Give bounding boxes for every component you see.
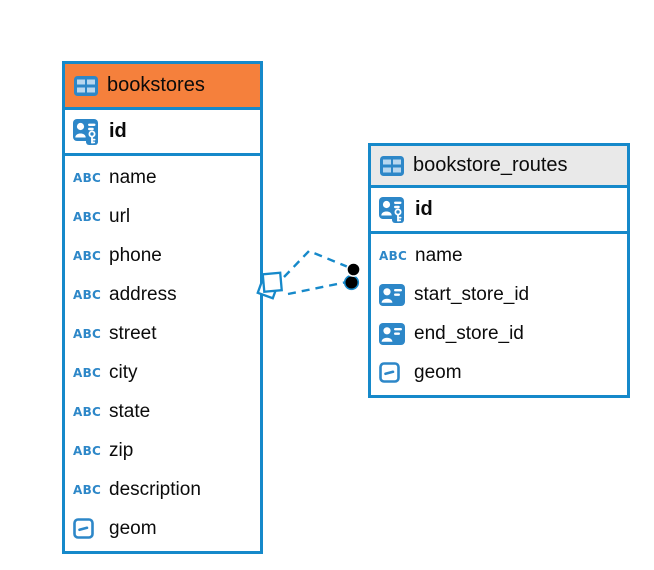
column-label: state: [109, 400, 151, 422]
column-label: address: [109, 283, 177, 305]
relationship-endpoint-dots: [343, 262, 361, 291]
column-list: ABC name ABC url ABC phone ABC address A…: [65, 156, 260, 551]
column-row-geom[interactable]: geom: [65, 509, 260, 548]
text-type-icon: ABC: [73, 209, 102, 224]
column-list: ABC name start_store_id end_store_id geo…: [371, 234, 627, 395]
text-type-icon: ABC: [73, 404, 102, 419]
column-row-name[interactable]: ABC name: [65, 158, 260, 197]
column-row-city[interactable]: ABC city: [65, 353, 260, 392]
primary-key-icon: [73, 119, 100, 145]
text-type-icon: ABC: [73, 443, 102, 458]
column-label: url: [109, 205, 131, 227]
text-type-icon: ABC: [73, 326, 102, 341]
column-label: name: [109, 166, 157, 188]
table-bookstore-routes[interactable]: bookstore_routes id ABC name start_store…: [368, 143, 630, 398]
column-row-phone[interactable]: ABC phone: [65, 236, 260, 275]
column-label: end_store_id: [414, 322, 524, 344]
column-label: start_store_id: [414, 283, 530, 305]
column-label: zip: [109, 439, 134, 461]
reference-icon: [379, 284, 405, 306]
geometry-type-icon: [73, 518, 94, 539]
column-row-geom[interactable]: geom: [371, 353, 627, 392]
column-row-start-store-id[interactable]: start_store_id: [371, 275, 627, 314]
text-type-icon: ABC: [73, 287, 102, 302]
text-type-icon: ABC: [73, 482, 102, 497]
table-header-bookstore-routes[interactable]: bookstore_routes: [371, 146, 627, 188]
geometry-type-icon: [379, 362, 400, 383]
column-row-id[interactable]: id: [371, 188, 627, 234]
column-row-street[interactable]: ABC street: [65, 314, 260, 353]
column-label: geom: [109, 517, 157, 539]
column-row-end-store-id[interactable]: end_store_id: [371, 314, 627, 353]
text-type-icon: ABC: [379, 248, 408, 263]
column-label: geom: [414, 361, 462, 383]
reference-icon: [379, 323, 405, 345]
column-row-url[interactable]: ABC url: [65, 197, 260, 236]
table-icon: [74, 76, 98, 96]
column-label: city: [109, 361, 138, 383]
column-row-description[interactable]: ABC description: [65, 470, 260, 509]
table-bookstores[interactable]: bookstores id ABC name ABC url ABC phone…: [62, 61, 263, 554]
table-icon: [380, 156, 404, 176]
column-label: phone: [109, 244, 162, 266]
primary-key-icon: [379, 197, 406, 223]
column-label: street: [109, 322, 157, 344]
text-type-icon: ABC: [73, 248, 102, 263]
column-label: id: [109, 120, 127, 142]
table-title: bookstore_routes: [413, 154, 568, 176]
column-row-address[interactable]: ABC address: [65, 275, 260, 314]
column-label: name: [415, 244, 463, 266]
column-row-state[interactable]: ABC state: [65, 392, 260, 431]
table-title: bookstores: [107, 74, 205, 96]
table-header-bookstores[interactable]: bookstores: [65, 64, 260, 110]
column-row-name[interactable]: ABC name: [371, 236, 627, 275]
text-type-icon: ABC: [73, 365, 102, 380]
column-label: id: [415, 198, 433, 220]
column-label: description: [109, 478, 201, 500]
text-type-icon: ABC: [73, 170, 102, 185]
relationship-dashed-lines: [283, 249, 349, 296]
column-row-zip[interactable]: ABC zip: [65, 431, 260, 470]
column-row-id[interactable]: id: [65, 110, 260, 156]
